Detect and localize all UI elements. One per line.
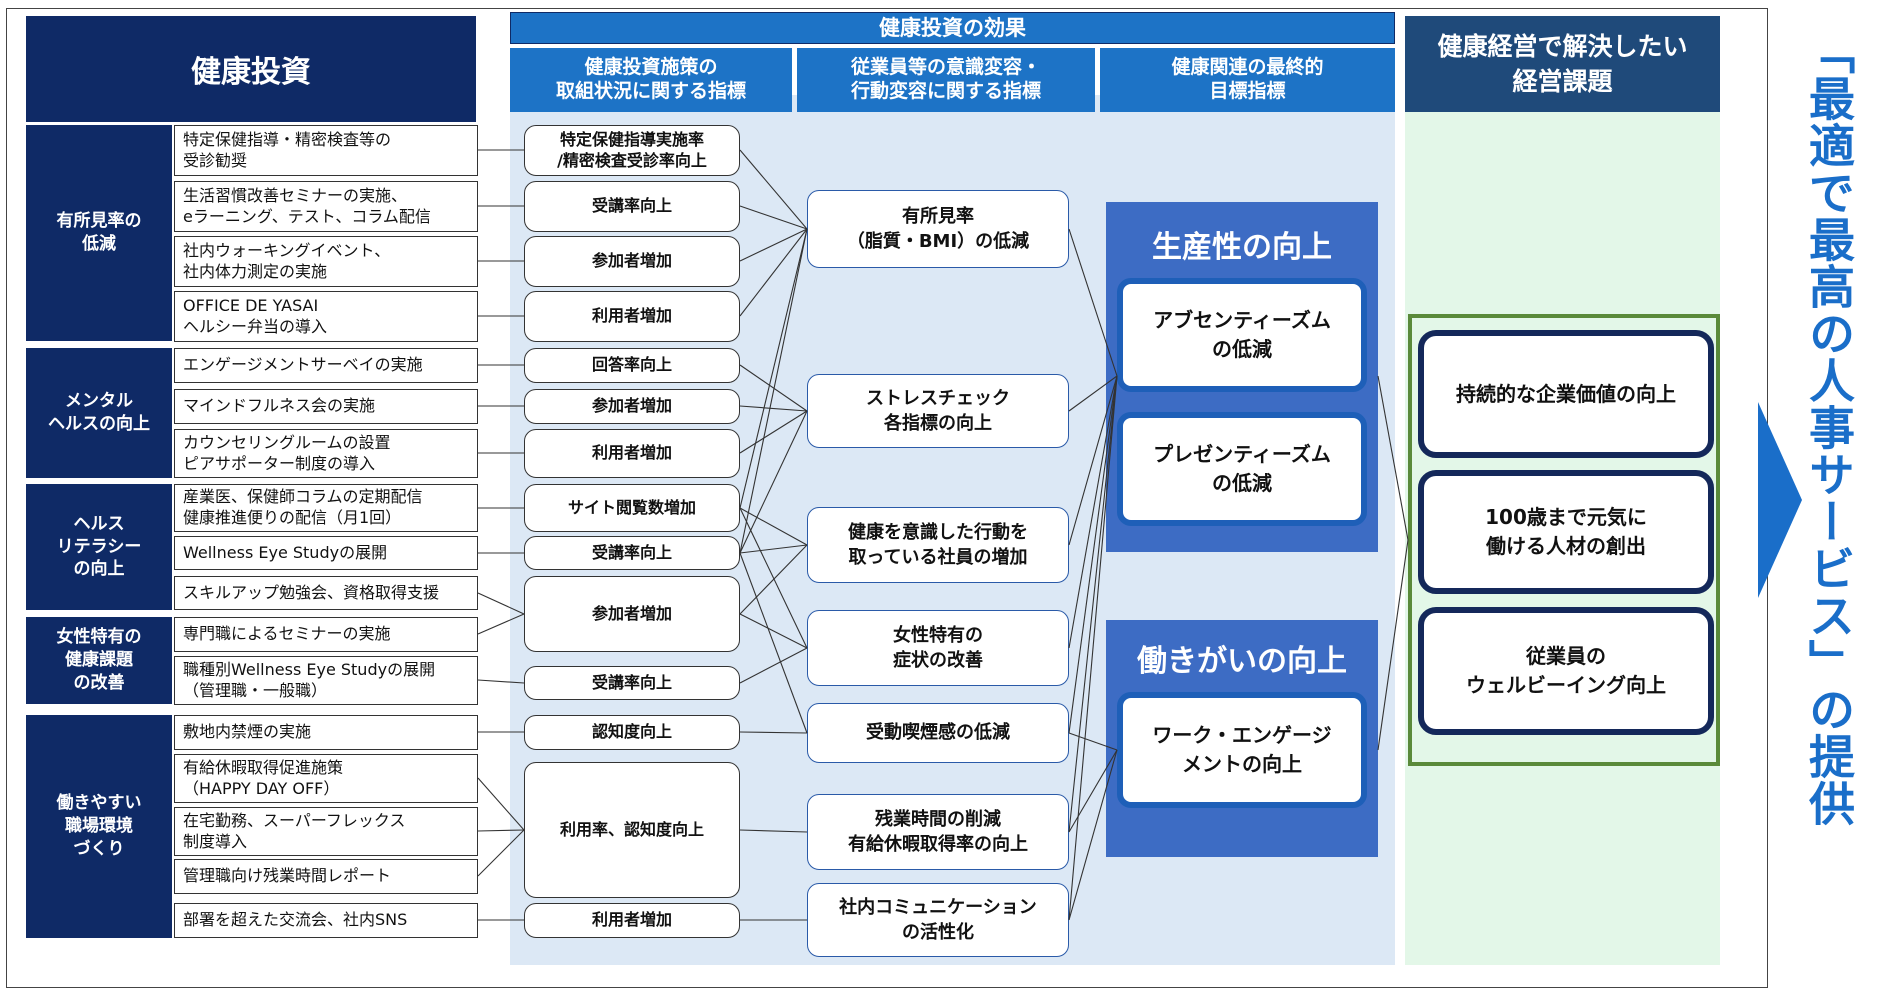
right-arrow-icon (1758, 402, 1802, 598)
indicator-box: 参加者増加 (524, 576, 740, 652)
measure-item: 社内ウォーキングイベント、 社内体力測定の実施 (174, 236, 478, 287)
col1-header: 健康投資施策の 取組状況に関する指標 (510, 48, 792, 112)
indicator-box: 参加者増加 (524, 389, 740, 424)
measure-item: 部署を超えた交流会、社内SNS (174, 903, 478, 938)
issue-box: 持続的な企業価値の向上 (1418, 330, 1714, 458)
issue-box: 100歳まで元気に 働ける人材の創出 (1418, 470, 1714, 594)
behavior-box: 有所見率 （脂質・BMI）の低減 (807, 190, 1069, 268)
issues-header: 健康経営で解決したい 経営課題 (1405, 16, 1720, 112)
indicator-box: 回答率向上 (524, 348, 740, 383)
invest-header: 健康投資 (26, 16, 476, 122)
indicator-box: 利用率、認知度向上 (524, 762, 740, 898)
behavior-box: 残業時間の削減 有給休暇取得率の向上 (807, 794, 1069, 870)
indicator-box: 受講率向上 (524, 666, 740, 700)
productivity-title: 生産性の向上 (1152, 230, 1332, 265)
measure-item: 在宅勤務、スーパーフレックス 制度導入 (174, 807, 478, 856)
effect-header: 健康投資の効果 (510, 12, 1395, 44)
measure-item: OFFICE DE YASAI ヘルシー弁当の導入 (174, 291, 478, 342)
presenteeism-box: プレゼンティーズム の低減 (1117, 412, 1367, 526)
indicator-box: 利用者増加 (524, 429, 740, 478)
engagement-title: 働きがいの向上 (1137, 644, 1347, 679)
indicator-box: 受講率向上 (524, 536, 740, 570)
indicator-box: 認知度向上 (524, 715, 740, 750)
measure-item: 管理職向け残業時間レポート (174, 859, 478, 894)
measure-item: 生活習慣改善セミナーの実施、 eラーニング、テスト、コラム配信 (174, 181, 478, 232)
measure-item: エンゲージメントサーベイの実施 (174, 348, 478, 383)
indicator-box: 参加者増加 (524, 236, 740, 287)
category-box: メンタル ヘルスの向上 (26, 348, 172, 478)
behavior-box: ストレスチェック 各指標の向上 (807, 374, 1069, 448)
measure-item: 敷地内禁煙の実施 (174, 715, 478, 750)
measure-item: スキルアップ勉強会、資格取得支援 (174, 576, 478, 610)
indicator-box: 特定保健指導実施率 /精密検査受診率向上 (524, 125, 740, 176)
indicator-box: 受講率向上 (524, 181, 740, 232)
indicator-box: 利用者増加 (524, 903, 740, 938)
category-box: ヘルス リテラシー の向上 (26, 484, 172, 610)
measure-item: Wellness Eye Studyの展開 (174, 536, 478, 570)
tagline: 「最適で最高の人事サービス」の提供 (1802, 28, 1856, 827)
issues-group (1408, 314, 1720, 766)
measure-item: 産業医、保健師コラムの定期配信 健康推進便りの配信（月1回） (174, 484, 478, 532)
absenteeism-box: アブセンティーズム の低減 (1117, 278, 1367, 392)
measure-item: 特定保健指導・精密検査等の 受診勧奨 (174, 125, 478, 176)
indicator-box: 利用者増加 (524, 291, 740, 342)
category-box: 有所見率の 低減 (26, 125, 172, 341)
measure-item: 専門職によるセミナーの実施 (174, 617, 478, 652)
measure-item: カウンセリングルームの設置 ピアサポーター制度の導入 (174, 429, 478, 478)
issue-box: 従業員の ウェルビーイング向上 (1418, 607, 1714, 735)
behavior-box: 社内コミュニケーション の活性化 (807, 883, 1069, 957)
measure-item: マインドフルネス会の実施 (174, 389, 478, 424)
engagement-box: ワーク・エンゲージ メントの向上 (1117, 692, 1367, 808)
behavior-box: 受動喫煙感の低減 (807, 703, 1069, 763)
col3-header: 健康関連の最終的 目標指標 (1100, 48, 1395, 112)
category-box: 働きやすい 職場環境 づくり (26, 715, 172, 938)
behavior-box: 女性特有の 症状の改善 (807, 610, 1069, 686)
col2-header: 従業員等の意識変容・ 行動変容に関する指標 (797, 48, 1095, 112)
category-box: 女性特有の 健康課題 の改善 (26, 617, 172, 704)
behavior-box: 健康を意識した行動を 取っている社員の増加 (807, 507, 1069, 583)
indicator-box: サイト閲覧数増加 (524, 484, 740, 532)
measure-item: 有給休暇取得促進施策 （HAPPY DAY OFF） (174, 754, 478, 803)
measure-item: 職種別Wellness Eye Studyの展開 （管理職・一般職） (174, 656, 478, 705)
